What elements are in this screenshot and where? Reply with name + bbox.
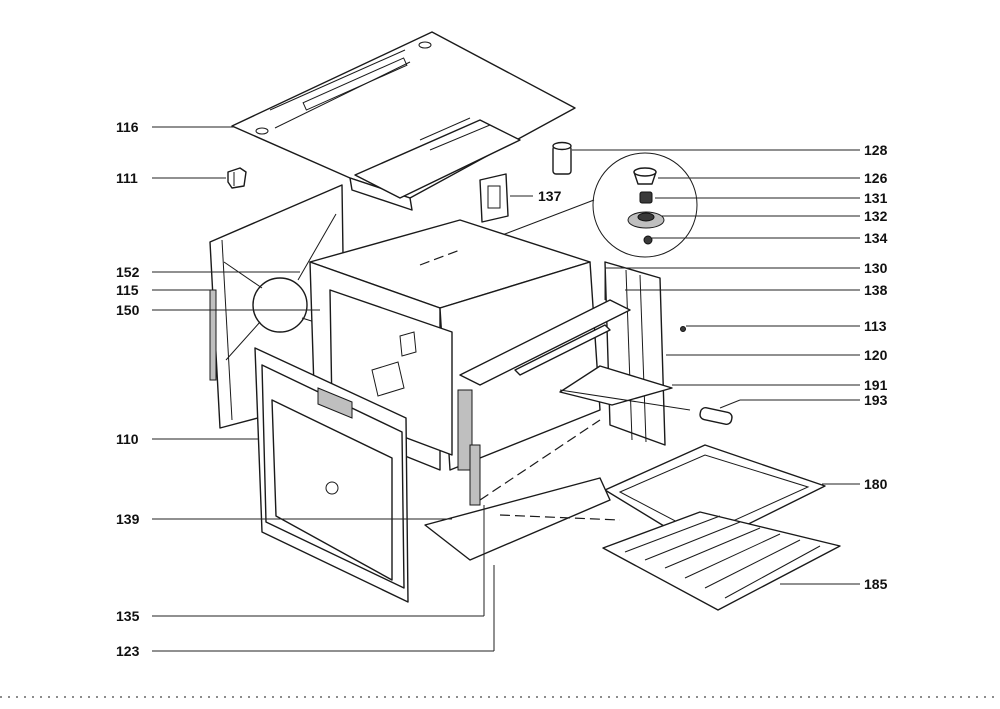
wire-shelf-part: [602, 511, 841, 611]
callout-152: 152: [116, 264, 140, 280]
callout-130: 130: [864, 260, 888, 276]
lamp-cover-part: [552, 141, 572, 175]
callout-137: 137: [538, 188, 562, 204]
callout-110: 110: [116, 431, 139, 447]
clip-part: [227, 167, 247, 189]
callout-123: 123: [116, 643, 140, 659]
callout-116: 116: [116, 119, 139, 135]
top-cover-part: [231, 31, 576, 211]
callout-111: 111: [116, 170, 138, 186]
callout-131: 131: [864, 190, 888, 206]
callout-126: 126: [864, 170, 888, 186]
lamp-assembly-part: [449, 152, 698, 258]
callout-191: 191: [864, 377, 888, 393]
callout-139: 139: [116, 511, 140, 527]
callout-150: 150: [116, 302, 140, 318]
thermostat-probe-part: [559, 326, 733, 425]
side-panel-part: [209, 184, 346, 429]
callout-113: 113: [864, 318, 887, 334]
callout-135: 135: [116, 608, 140, 624]
bracket-part: [479, 173, 509, 223]
callout-128: 128: [864, 142, 888, 158]
callout-labels: 116 111 137 128 126 131 132 134 152 115 …: [116, 119, 888, 659]
oven-door-part: [254, 347, 409, 603]
callout-115: 115: [116, 282, 139, 298]
callout-132: 132: [864, 208, 888, 224]
callout-185: 185: [864, 576, 888, 592]
right-frame-part: [457, 261, 673, 506]
base-tray-part: [424, 419, 621, 561]
leader-lines: [152, 126, 860, 652]
callout-134: 134: [864, 230, 888, 246]
callout-193: 193: [864, 392, 888, 408]
callout-120: 120: [864, 347, 888, 363]
callout-180: 180: [864, 476, 888, 492]
callout-138: 138: [864, 282, 888, 298]
